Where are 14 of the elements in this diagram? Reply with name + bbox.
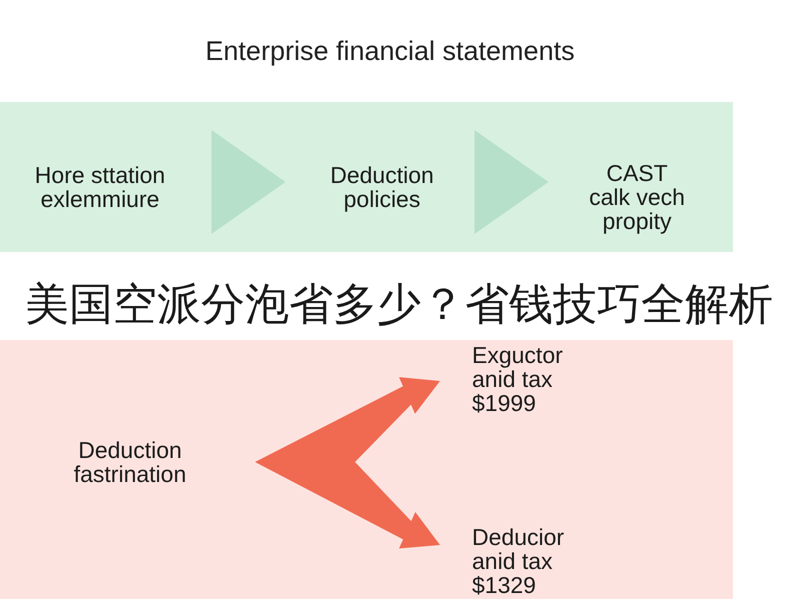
overlay-title: 美国空派分泡省多少？省钱技巧全解析 <box>25 281 773 329</box>
diagram-title: Enterprise financial statements <box>205 36 575 66</box>
chevron-arrow <box>212 130 286 234</box>
result-band <box>0 340 733 599</box>
process-band <box>0 102 733 252</box>
step-label: Deduction policies <box>327 163 437 211</box>
source-label: Deduction fastrination <box>71 438 189 486</box>
chevron-arrow <box>474 130 548 234</box>
arrow <box>255 462 440 548</box>
step-label: Hore sttation exlemmiure <box>30 163 170 211</box>
step-label: CAST calk vech propity <box>586 161 688 233</box>
arrow <box>255 377 440 462</box>
result-label: Exguctor anid tax $1999 <box>472 343 572 415</box>
result-label: Deducior anid tax $1329 <box>472 525 572 597</box>
